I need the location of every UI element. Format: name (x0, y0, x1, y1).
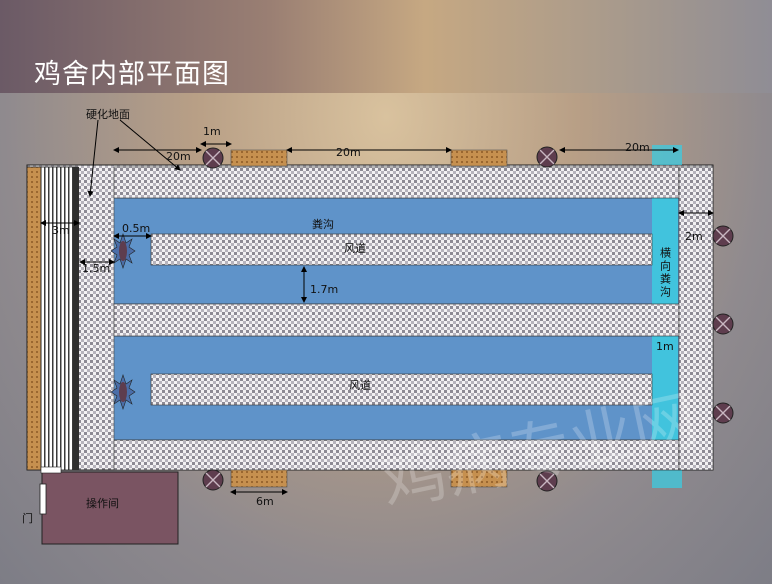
fan-icon (536, 146, 558, 168)
room-entry (40, 466, 62, 474)
left-wet-pad (26, 166, 42, 471)
anteroom-striped (40, 166, 79, 471)
dim-6m: 6m (256, 495, 274, 508)
dim-20m-mid: 20m (336, 146, 361, 159)
dim-15m: 1.5m (82, 262, 110, 275)
cross-ditch-top-extension (652, 145, 682, 165)
dim-17m: 1.7m (310, 283, 338, 296)
right-corridor (678, 166, 714, 471)
dim-20m-right: 20m (625, 141, 650, 154)
bottom-corridor (113, 439, 680, 471)
fan-icon (712, 313, 734, 335)
label-hardened-ground: 硬化地面 (86, 107, 130, 121)
fan-icon (202, 147, 224, 169)
bottom-pad-2 (450, 469, 508, 488)
fan-icon (712, 402, 734, 424)
label-air-duct-upper: 风道 (344, 241, 366, 255)
door-icon (39, 483, 47, 515)
air-duct-upper (150, 233, 653, 266)
label-cross-ditch: 横向粪沟 (659, 246, 672, 299)
dim-05m: 0.5m (122, 222, 150, 235)
fan-icon (536, 470, 558, 492)
dim-20m-left: 20m (166, 150, 191, 163)
middle-corridor (113, 303, 680, 337)
title-band (0, 0, 772, 93)
heater-icon (110, 233, 136, 269)
bottom-pad-1 (230, 469, 288, 488)
fan-icon (712, 225, 734, 247)
label-door: 门 (22, 511, 33, 525)
label-air-duct-lower: 风道 (349, 378, 371, 392)
dim-1m-top: 1m (203, 125, 221, 138)
label-manure-ditch: 粪沟 (312, 217, 334, 231)
dimension-lines (40, 119, 714, 495)
dim-3m: 3m (52, 224, 70, 237)
fan-icon (202, 469, 224, 491)
cross-ditch-bottom-extension (652, 470, 682, 488)
top-pad-1 (230, 149, 288, 167)
label-operation-room: 操作间 (86, 496, 119, 510)
air-duct-lower (150, 373, 653, 406)
page-title: 鸡舍内部平面图 (34, 59, 230, 90)
top-corridor (113, 166, 680, 199)
operation-room (41, 471, 179, 545)
partition-wall (73, 167, 79, 470)
dim-2m: 2m (685, 230, 703, 243)
heater-icon (110, 374, 136, 410)
top-pad-2 (450, 149, 508, 167)
dim-1m-right: 1m (656, 340, 674, 353)
